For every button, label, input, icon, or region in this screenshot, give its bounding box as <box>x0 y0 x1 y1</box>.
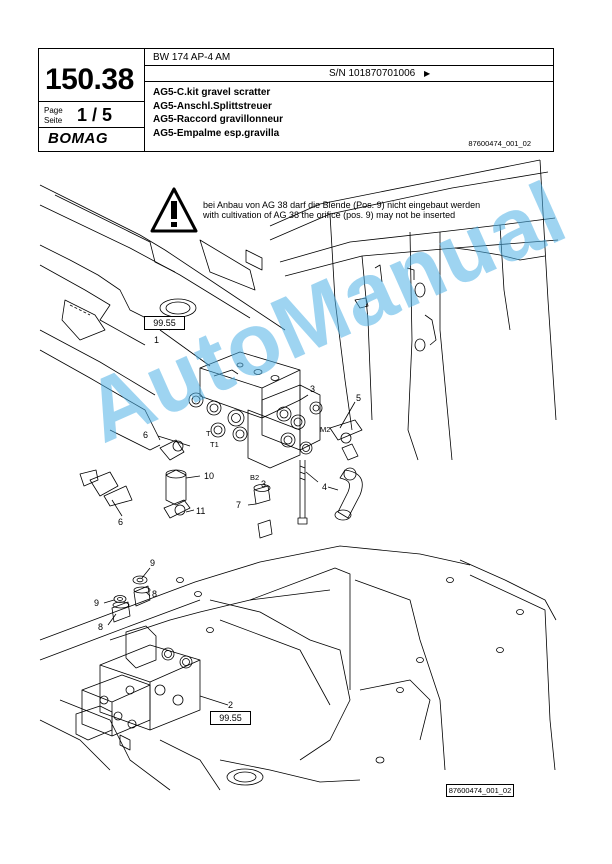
callout-9b: 9 <box>94 598 99 608</box>
callout-labels: 1 3 5 6 10 4 7 11 6 3 T T1 B2 M2 9 9 8 8… <box>94 335 361 710</box>
callout-9a: 9 <box>150 558 155 568</box>
port-label-t1: T1 <box>210 440 219 449</box>
callout-7: 7 <box>236 500 241 510</box>
callout-1: 1 <box>154 335 159 345</box>
page-info-column: 150.38 Page Seite 1 / 5 BOMAG <box>39 49 145 151</box>
callout-3b: 3 <box>261 479 266 489</box>
callout-3a: 3 <box>310 384 315 394</box>
title-fr: AG5-Raccord gravillonneur <box>153 114 284 125</box>
callout-10: 10 <box>204 471 214 481</box>
callout-2: 2 <box>228 700 233 710</box>
warning-text: bei Anbau von AG 38 darf die Blende (Pos… <box>203 200 480 220</box>
divider <box>144 65 553 66</box>
callout-5: 5 <box>356 393 361 403</box>
warning-triangle-icon <box>150 187 198 233</box>
machine-model: BW 174 AP-4 AM <box>153 52 231 63</box>
divider <box>39 127 144 128</box>
parts-header-block: 150.38 Page Seite 1 / 5 BOMAG BW 174 AP-… <box>38 48 554 152</box>
port-label-m2: M2 <box>320 425 330 434</box>
assembly-titles: AG5-C.kit gravel scratter AG5-Anschl.Spl… <box>153 86 283 140</box>
page-label-text: Page Seite <box>44 106 63 125</box>
reference-box-top: 99.55 <box>144 316 185 330</box>
callout-6a: 6 <box>143 430 148 440</box>
callout-11: 11 <box>196 506 205 516</box>
port-label-b2: B2 <box>250 473 259 482</box>
figure-id: 87600474_001_02 <box>446 784 514 797</box>
serial-number: S/N 101870701006 ▶ <box>329 68 430 79</box>
serial-text: S/N 101870701006 <box>329 68 416 79</box>
title-es: AG5-Empalme esp.gravilla <box>153 127 280 139</box>
brand-logo: BOMAG <box>48 130 108 147</box>
callout-6b: 6 <box>118 517 123 527</box>
title-en: AG5-C.kit gravel scratter <box>153 87 271 98</box>
reference-box-bottom: 99.55 <box>210 711 251 725</box>
callout-4: 4 <box>322 482 327 492</box>
callout-8a: 8 <box>98 622 103 632</box>
warning-line-en: with cultivation of AG 38 the orifice (p… <box>203 210 456 220</box>
port-label-t: T <box>206 429 211 438</box>
callout-8b: 8 <box>152 589 157 599</box>
page-fraction: 1 / 5 <box>77 105 113 125</box>
page-label: Page Seite <box>44 106 63 126</box>
warning-line-de: bei Anbau von AG 38 darf die Blende (Pos… <box>203 200 481 210</box>
page-number: 150.38 <box>45 63 134 96</box>
document-number: 87600474_001_02 <box>468 139 531 148</box>
title-de: AG5-Anschl.Splittstreuer <box>153 100 272 112</box>
divider <box>144 81 553 82</box>
divider <box>39 101 144 102</box>
arrow-right-icon: ▶ <box>423 69 431 78</box>
